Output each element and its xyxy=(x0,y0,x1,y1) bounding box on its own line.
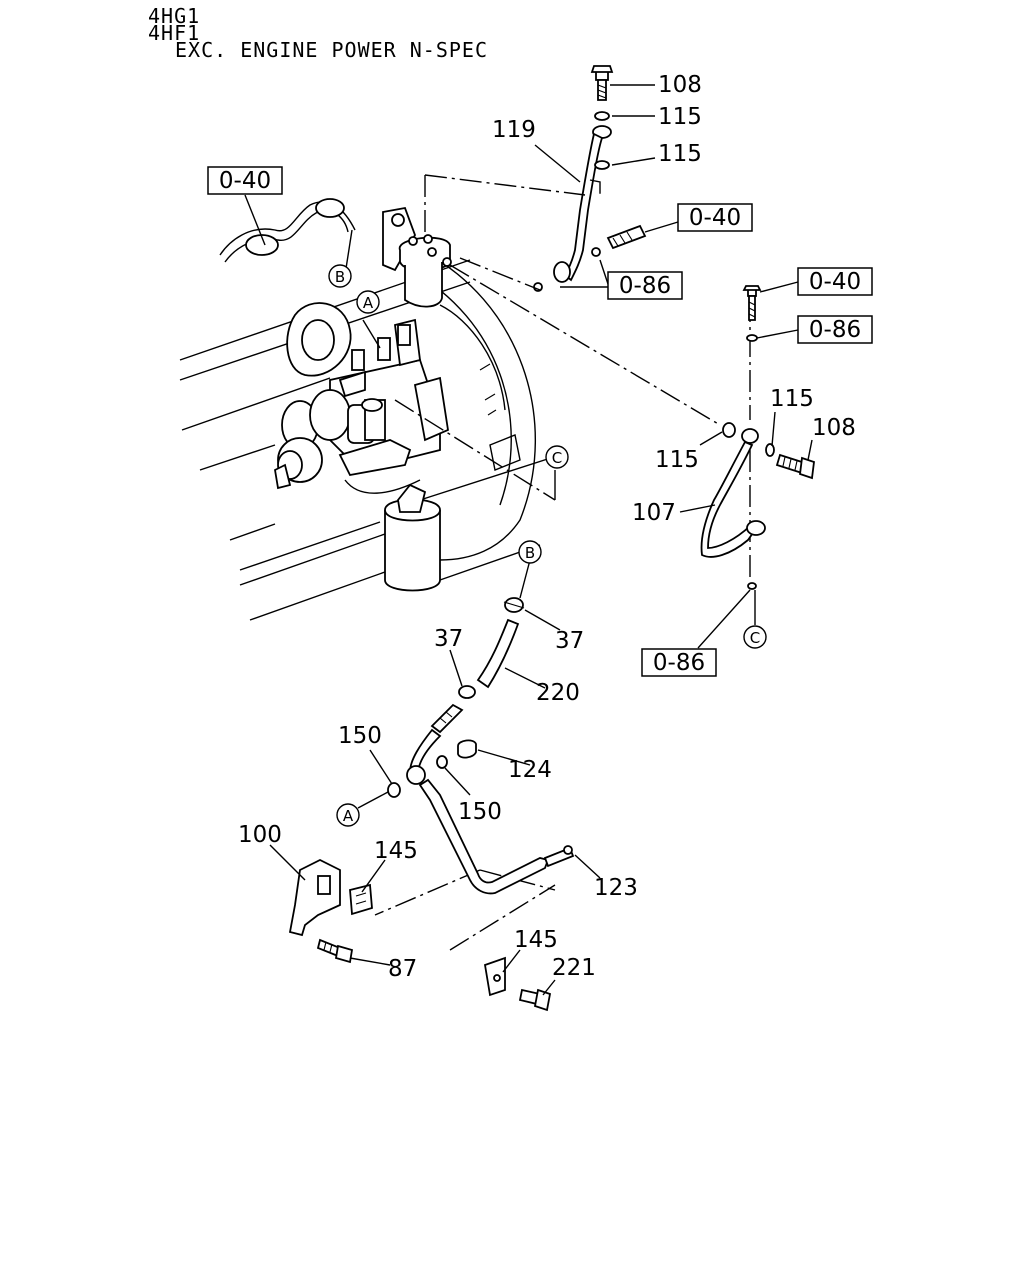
chain-reference-lines xyxy=(374,174,751,951)
ref-box-0-40-right[interactable]: 0-40 xyxy=(797,267,873,296)
ref-box-0-86-right[interactable]: 0-86 xyxy=(797,315,873,344)
part-label-107: 107 xyxy=(632,500,676,526)
part-label-115: 115 xyxy=(655,447,699,473)
fuel-injection-pump xyxy=(274,318,449,494)
ref-box-text: 0-40 xyxy=(219,168,271,194)
part-label-150: 150 xyxy=(338,723,382,749)
connector-b-lower: B xyxy=(518,540,542,564)
spec-note: EXC. ENGINE POWER N-SPEC xyxy=(175,38,488,62)
part-label-108: 108 xyxy=(658,72,702,98)
connector-b-upper: B xyxy=(328,264,352,288)
svg-text:A: A xyxy=(363,294,374,312)
ref-box-text: 0-40 xyxy=(689,205,741,231)
part-label-124: 124 xyxy=(508,757,552,783)
ref-box-0-40-top[interactable]: 0-40 xyxy=(677,203,753,232)
svg-text:C: C xyxy=(750,629,760,647)
part-label-100: 100 xyxy=(238,822,282,848)
part-label-220: 220 xyxy=(536,680,580,706)
part-label-87: 87 xyxy=(388,956,417,982)
engine-flange xyxy=(286,302,352,377)
part-label-150: 150 xyxy=(458,799,502,825)
connector-a-upper: A xyxy=(356,290,380,314)
left-harness xyxy=(219,194,356,263)
part-label-221: 221 xyxy=(552,955,596,981)
part-label-145: 145 xyxy=(374,838,418,864)
part-label-115: 115 xyxy=(658,104,702,130)
part-label-145: 145 xyxy=(514,927,558,953)
lower-pipe-assembly xyxy=(288,597,575,1012)
ref-box-0-86-lower[interactable]: 0-86 xyxy=(641,648,717,677)
model-code-4hg1: 4HG1 xyxy=(148,4,201,28)
part-label-37: 37 xyxy=(434,626,463,652)
part-label-115: 115 xyxy=(770,386,814,412)
model-code-4hf1: 4HF1 xyxy=(148,21,201,45)
ref-box-text: 0-40 xyxy=(809,269,861,295)
part-label-119: 119 xyxy=(492,117,536,143)
ref-box-0-40-left[interactable]: 0-40 xyxy=(207,166,283,195)
connector-a-lower: A xyxy=(336,803,360,827)
water-separator xyxy=(384,483,441,592)
fuel-filter-head xyxy=(382,206,452,308)
part-label-108: 108 xyxy=(812,415,856,441)
connector-c-upper: C xyxy=(545,445,569,469)
ref-box-0-86-top[interactable]: 0-86 xyxy=(607,271,683,300)
svg-text:B: B xyxy=(525,544,535,562)
ref-box-text: 0-86 xyxy=(809,317,861,343)
pipe-107-assembly xyxy=(700,285,815,590)
svg-text:A: A xyxy=(343,807,354,825)
ref-box-text: 0-86 xyxy=(653,650,705,676)
pipe-119-assembly xyxy=(533,65,647,292)
part-label-37: 37 xyxy=(555,628,584,654)
svg-text:B: B xyxy=(335,268,345,286)
ref-box-text: 0-86 xyxy=(619,273,671,299)
part-label-123: 123 xyxy=(594,875,638,901)
connector-c-lower: C xyxy=(743,625,767,649)
part-label-115: 115 xyxy=(658,141,702,167)
svg-text:C: C xyxy=(552,449,562,467)
